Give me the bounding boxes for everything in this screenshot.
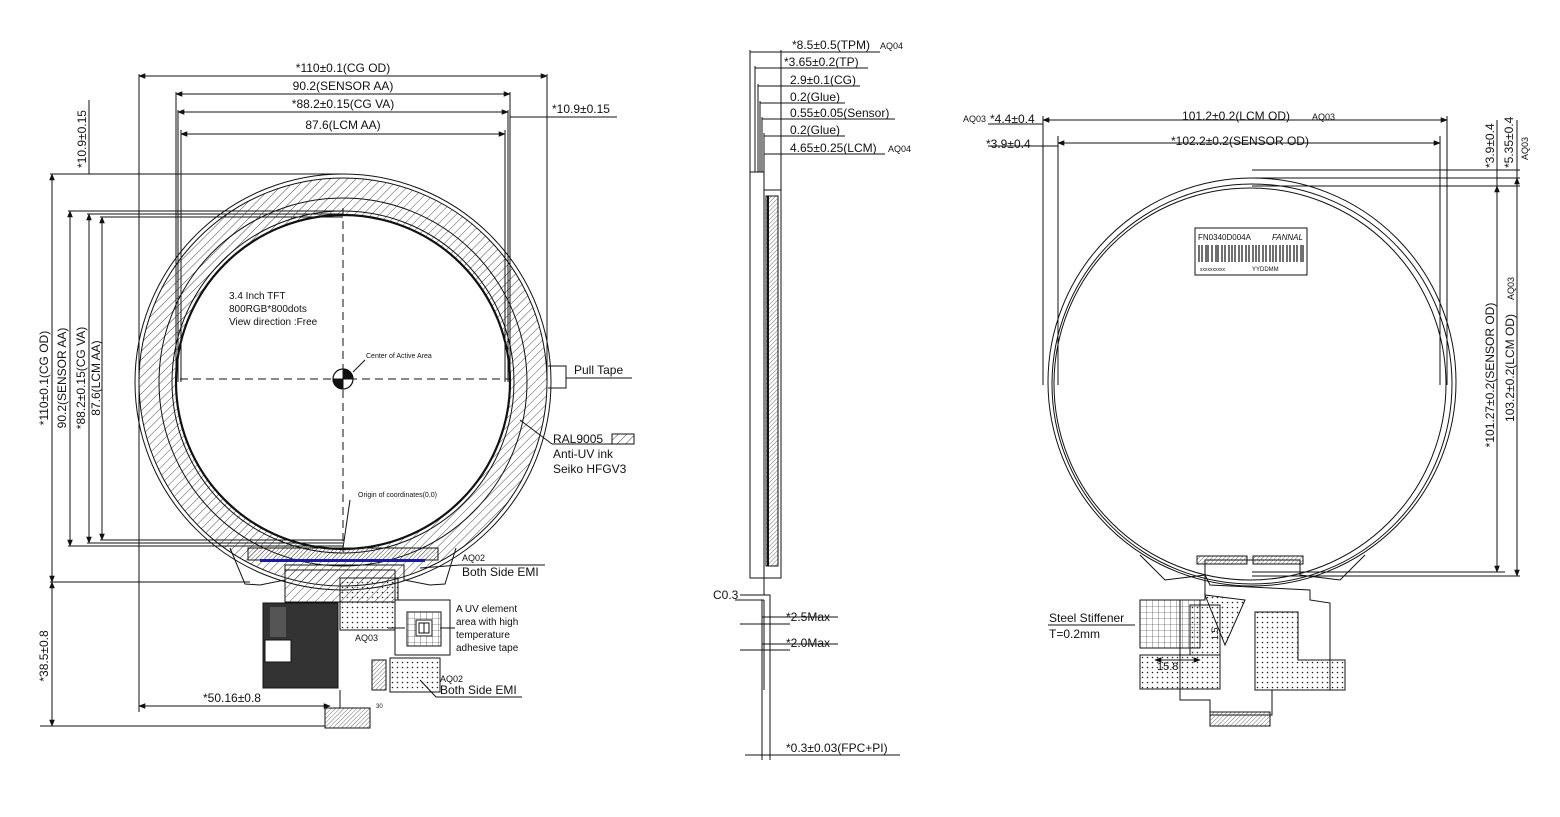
side-profile: [750, 172, 764, 578]
layer-glue-1: 0.2(Glue): [790, 90, 840, 104]
uv-line-1: A UV element: [456, 604, 517, 615]
fpc-thickness: *0.3±0.03(FPC+PI): [786, 741, 888, 755]
uv-line-2: area with high: [456, 617, 518, 628]
v-lcm-aq: AQ03: [1506, 277, 1516, 300]
uv-line-4: adhesive tape: [456, 643, 519, 654]
dim-b: 1.5: [1210, 627, 1220, 640]
dim-sensor-aa: 90.2(SENSOR AA): [293, 79, 394, 93]
v-lcm-od: 103.2±0.2(LCM OD): [1503, 314, 1517, 422]
label-date: YYDDMM: [1252, 267, 1279, 273]
uv-line-3: temperature: [456, 630, 510, 641]
emi-dotted-bottom: [390, 658, 440, 692]
right-top-aq: AQ03: [1520, 137, 1530, 160]
right-bottom: *3.9±0.4: [1483, 123, 1497, 168]
info-line-1: 3.4 Inch TFT: [229, 291, 286, 302]
front-view: [40, 73, 634, 728]
layer-lcm: 4.65±0.25(LCM): [790, 141, 877, 155]
dim-offset-right: *10.9±0.15: [552, 102, 610, 116]
v-sensor-od: *101.27±0.2(SENSOR OD): [1483, 303, 1497, 448]
barcode: [1199, 245, 1303, 262]
dim-sensor-od: *102.2±0.2(SENSOR OD): [1171, 134, 1309, 148]
emi-dotted-top: [340, 578, 398, 630]
max-1: *2.5Max: [786, 610, 830, 624]
chamfer: C0.3: [713, 588, 739, 602]
layer-tp: *3.65±0.2(TP): [784, 55, 859, 69]
dim-lcm-aa: 87.6(LCM AA): [305, 118, 380, 132]
stiffener-label: Steel Stiffener: [1049, 611, 1124, 625]
aq03-label: AQ03: [355, 633, 378, 643]
aq-tpm: AQ04: [880, 41, 903, 51]
origin-label: Origin of coordinates(0,0): [358, 492, 437, 499]
stiffener-thickness: T=0.2mm: [1049, 627, 1100, 641]
back-inner-circle: [1054, 188, 1446, 580]
dim-total-height: *38.5±0.8: [37, 630, 51, 682]
aq-lcm: AQ04: [888, 144, 911, 154]
pull-tape-tab: [548, 366, 566, 388]
side-view: [735, 50, 900, 760]
dim-a: 15.8: [1157, 661, 1178, 673]
dim-offset-top-vertical: *10.9±0.15: [75, 110, 89, 168]
dim-cg-va: *88.2±0.15(CG VA): [292, 97, 394, 111]
aq02-top: AQ02: [462, 553, 485, 563]
back-dark-pad: [1255, 612, 1345, 690]
center-label: Center of Active Area: [366, 353, 432, 360]
info-line-2: 800RGB*800dots: [229, 304, 307, 315]
dim-fpc-offset: *50.16±0.8: [203, 691, 261, 705]
dim-v-lcm-aa: 87.6(LCM AA): [89, 340, 103, 415]
left-top: *4.4±0.4: [990, 112, 1035, 126]
dim-lcm-od-aq: AQ03: [1312, 112, 1335, 122]
layer-tpm: *8.5±0.5(TPM): [792, 38, 870, 52]
ink-line-2: Anti-UV ink: [553, 447, 614, 461]
label-part: FN0340D004A: [1198, 233, 1252, 242]
info-line-3: View direction :Free: [229, 317, 318, 328]
ink-line-1: RAL9005: [553, 432, 603, 446]
dim-v-sensor-aa: 90.2(SENSOR AA): [55, 328, 69, 429]
ink-line-3: Seiko HFGV3: [553, 462, 627, 476]
aq02-bottom: AQ02: [440, 674, 463, 684]
pull-tape-label: Pull Tape: [574, 363, 623, 377]
label-code: xxxxxxxxxx: [1200, 267, 1226, 273]
max-2: *2.0Max: [786, 636, 830, 650]
dim-lcm-od: 101.2±0.2(LCM OD): [1182, 109, 1290, 123]
left-aq: AQ03: [963, 114, 986, 124]
emi-bottom: Both Side EMI: [440, 683, 517, 697]
layer-glue-2: 0.2(Glue): [790, 123, 840, 137]
emi-top: Both Side EMI: [462, 565, 539, 579]
label-brand: FANNAL: [1272, 233, 1303, 242]
dim-cg-od: *110±0.1(CG OD): [296, 61, 390, 75]
pin-30: 30: [376, 704, 383, 710]
bottom-strip: [248, 548, 438, 560]
back-view: [988, 116, 1520, 726]
dim-v-cg-od: *110±0.1(CG OD): [37, 331, 51, 425]
left-bottom: *3.9±0.4: [986, 137, 1031, 151]
layer-cg: 2.9±0.1(CG): [790, 73, 856, 87]
fpc-connector: [325, 708, 370, 728]
layer-sensor: 0.55±0.05(Sensor): [790, 106, 889, 120]
right-top: *5.35±0.4: [1502, 116, 1516, 168]
dim-v-cg-va: *88.2±0.15(CG VA): [74, 327, 88, 429]
sensor-circle: [159, 198, 527, 566]
product-label: [1195, 228, 1307, 275]
